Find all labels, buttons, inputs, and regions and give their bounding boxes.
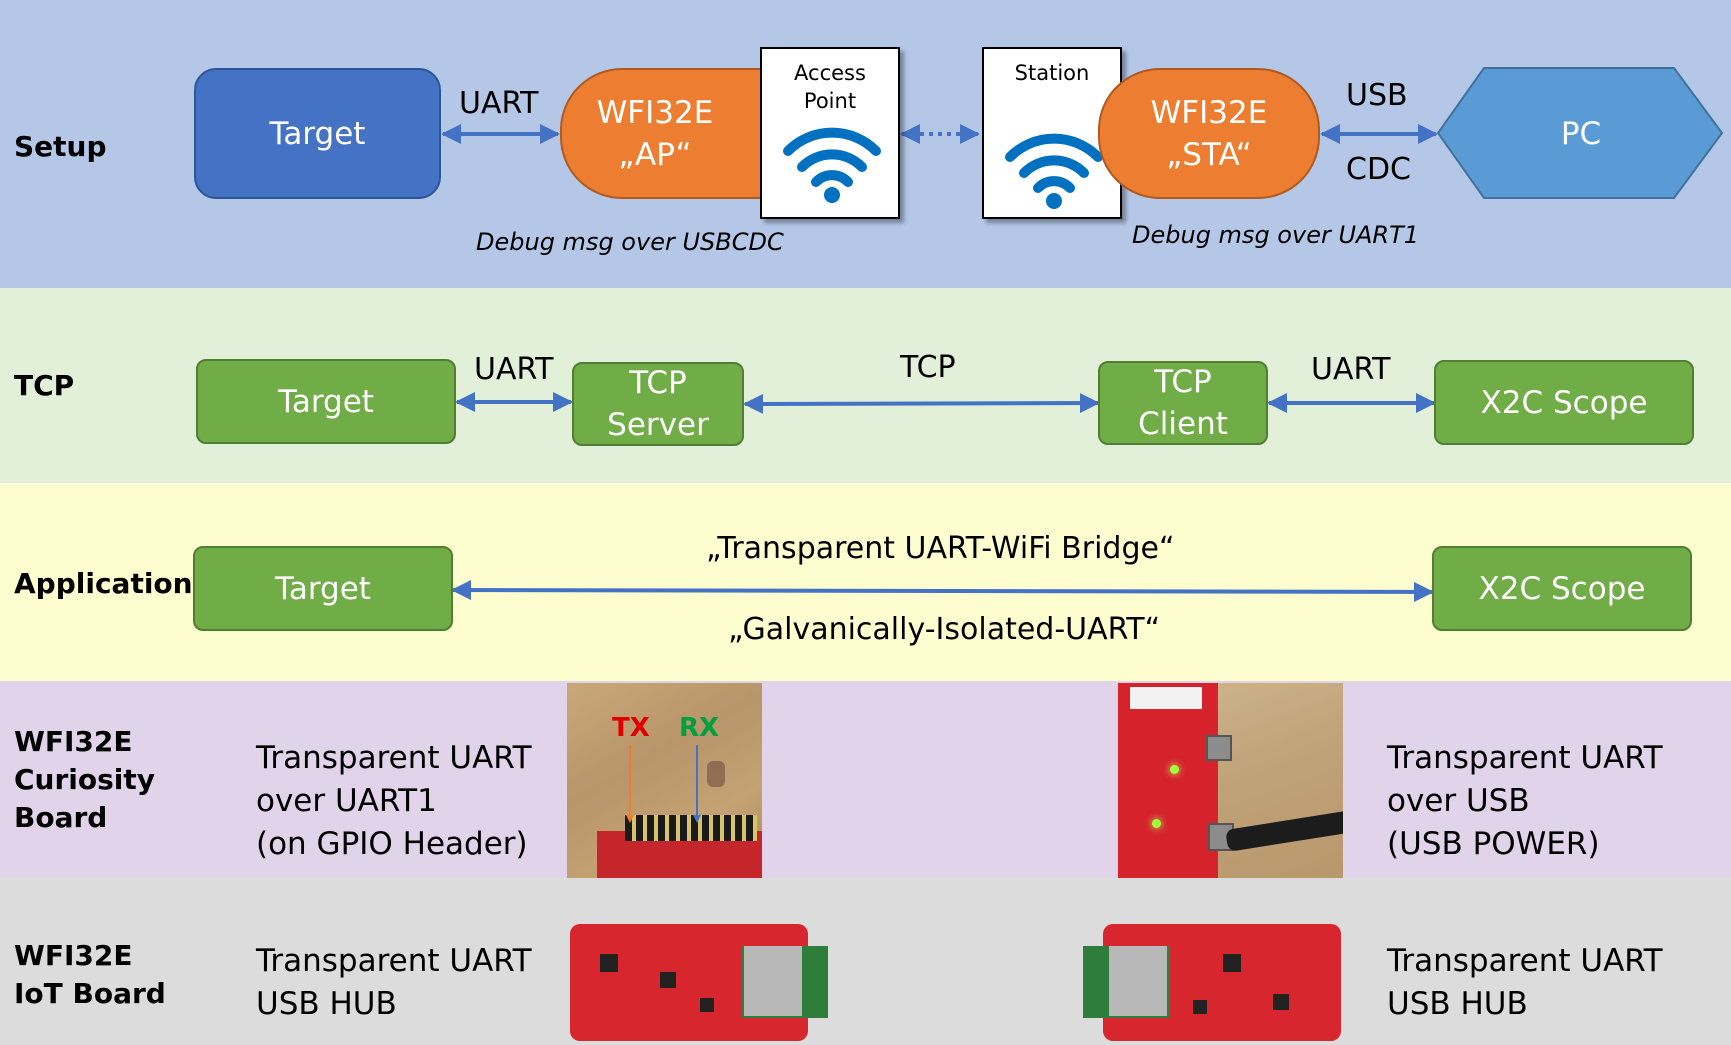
- curiosity-right-line-1: Transparent UART: [1387, 740, 1663, 776]
- debug-msg-ap: Debug msg over USBCDC: [476, 228, 784, 256]
- iot-chip: [1273, 994, 1289, 1010]
- setup-usb-label: USB: [1346, 78, 1408, 113]
- apps-scope-box: X2C Scope: [1432, 546, 1692, 631]
- iot-module-shield: [1109, 946, 1167, 1016]
- iot-right-desc: Transparent UART USB HUB: [1387, 940, 1663, 1026]
- curiosity-band: [0, 681, 1731, 878]
- iot-right-line-1: Transparent UART: [1387, 943, 1663, 979]
- isolated-label: „Galvanically-Isolated-UART“: [728, 612, 1161, 647]
- status-led: [1170, 765, 1179, 774]
- tcp-client-box: TCP Client: [1098, 361, 1268, 445]
- iot-left-desc: Transparent UART USB HUB: [256, 940, 532, 1026]
- tx-label: TX: [612, 713, 650, 743]
- tcp-client-line-2: Client: [1138, 406, 1228, 442]
- board-label: [1130, 687, 1202, 709]
- apps-target-box: Target: [193, 546, 453, 631]
- setup-cdc-label: CDC: [1346, 152, 1411, 187]
- debug-msg-sta: Debug msg over UART1: [1132, 221, 1420, 249]
- wfi32e-sta-line-1: WFI32E: [1150, 94, 1268, 131]
- iot-board-left-photo: [570, 924, 828, 1041]
- rx-label: RX: [679, 713, 720, 743]
- usb-port: [1206, 735, 1232, 761]
- setup-label: Setup: [14, 130, 107, 163]
- curiosity-label-line-2: Curiosity: [14, 763, 156, 796]
- applications-label: Applications: [14, 567, 210, 600]
- wfi32e-ap-line-2: „AP“: [618, 136, 692, 173]
- access-point-box: Access Point: [760, 47, 900, 219]
- pc-node-shape: [1436, 67, 1724, 199]
- bridge-label: „Transparent UART-WiFi Bridge“: [706, 531, 1175, 566]
- wifi-icon: [1005, 133, 1103, 209]
- iot-band: [0, 878, 1731, 1045]
- wfi32e-ap-line-1: WFI32E: [596, 94, 714, 131]
- curiosity-label-line-3: Board: [14, 801, 108, 834]
- iot-module-shield: [744, 946, 802, 1016]
- iot-board-right-photo: [1083, 924, 1341, 1041]
- usb-cable: [1225, 808, 1343, 852]
- wfi32e-sta-node: WFI32E „STA“: [1098, 68, 1320, 199]
- iot-chip: [1193, 1000, 1207, 1014]
- tx-rx-arrows: [626, 745, 701, 823]
- iot-left-line-2: USB HUB: [256, 986, 397, 1022]
- iot-chip: [1223, 954, 1241, 972]
- access-point-label-2: Point: [803, 89, 857, 113]
- iot-chip: [600, 954, 618, 972]
- iot-right-line-2: USB HUB: [1387, 986, 1528, 1022]
- wifi-icon: [783, 127, 881, 203]
- iot-chip: [700, 998, 714, 1012]
- tcp-label: TCP: [14, 369, 75, 402]
- setup-target-box: Target: [194, 68, 441, 199]
- usb-power-photo: [1118, 683, 1343, 878]
- status-led: [1152, 819, 1161, 828]
- curiosity-label-line-1: WFI32E: [14, 725, 133, 758]
- gpio-header-photo: TX RX: [567, 683, 762, 878]
- tcp-server-line-2: Server: [607, 407, 709, 443]
- tcp-link-label: TCP: [900, 350, 956, 385]
- curiosity-left-desc: Transparent UART over UART1 (on GPIO Hea…: [256, 737, 532, 866]
- tcp-server-box: TCP Server: [572, 362, 744, 446]
- pin-header: [625, 815, 757, 841]
- curiosity-left-line-2: over UART1: [256, 783, 437, 819]
- curiosity-left-line-1: Transparent UART: [256, 740, 532, 776]
- wfi32e-sta-line-2: „STA“: [1166, 136, 1252, 173]
- tcp-uart-right-label: UART: [1311, 352, 1391, 387]
- iot-label-line-2: IoT Board: [14, 977, 166, 1010]
- station-label: Station: [1014, 61, 1090, 85]
- pc-label: PC: [1560, 115, 1602, 152]
- tcp-server-line-1: TCP: [629, 365, 687, 401]
- photo-stain: [707, 761, 725, 787]
- iot-label: WFI32E IoT Board: [14, 937, 166, 1013]
- tcp-target-box: Target: [196, 359, 456, 444]
- iot-chip: [660, 972, 676, 988]
- iot-label-line-1: WFI32E: [14, 939, 133, 972]
- tcp-client-line-1: TCP: [1154, 364, 1212, 400]
- curiosity-label: WFI32E Curiosity Board: [14, 723, 155, 837]
- iot-left-line-1: Transparent UART: [256, 943, 532, 979]
- curiosity-right-line-3: (USB POWER): [1387, 826, 1600, 862]
- curiosity-right-desc: Transparent UART over USB (USB POWER): [1387, 737, 1663, 866]
- tcp-uart-left-label: UART: [474, 352, 554, 387]
- curiosity-left-line-3: (on GPIO Header): [256, 826, 528, 862]
- curiosity-right-line-2: over USB: [1387, 783, 1530, 819]
- setup-uart-label: UART: [459, 86, 539, 121]
- access-point-label-1: Access: [794, 61, 866, 85]
- tcp-scope-box: X2C Scope: [1434, 360, 1694, 445]
- board-pcb: [1118, 683, 1218, 878]
